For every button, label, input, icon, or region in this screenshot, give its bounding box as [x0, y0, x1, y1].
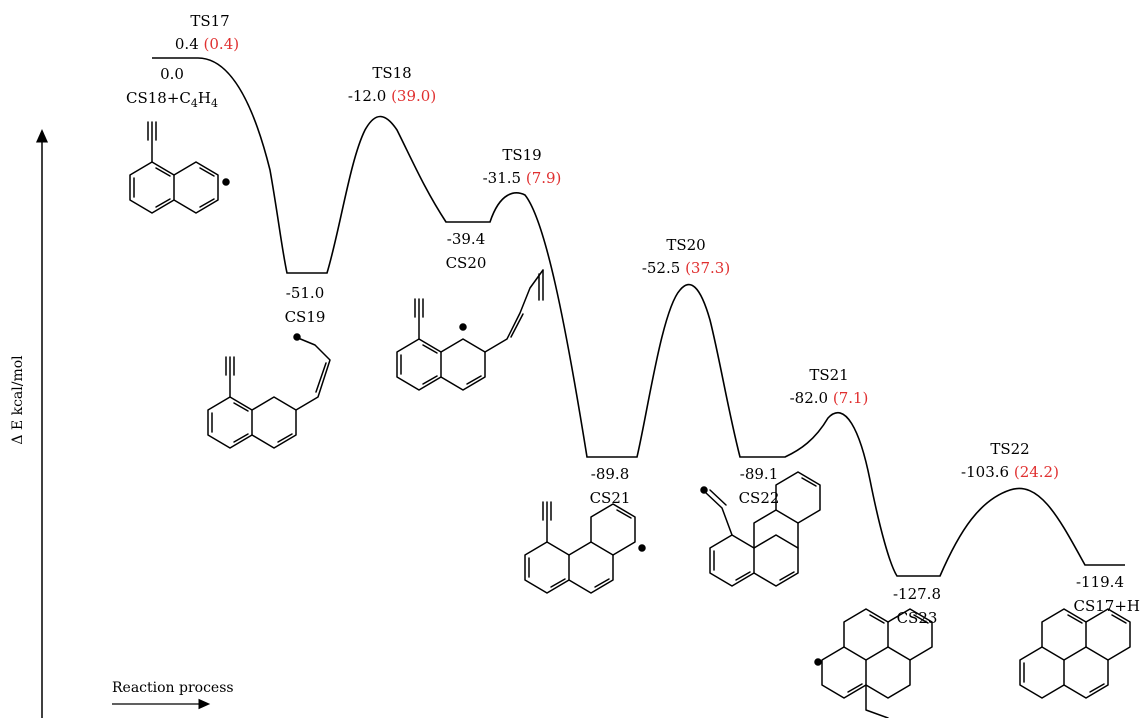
- cs17-energy: -119.4: [1076, 573, 1124, 591]
- ts19-barrier: (7.9): [526, 169, 562, 187]
- ts22-name: TS22: [990, 440, 1029, 458]
- y-axis-label: Δ E kcal/mol: [10, 355, 26, 445]
- cs18-name-sub1: 4: [191, 97, 198, 110]
- ts21-value: -82.0: [790, 389, 828, 407]
- cs22-energy: -89.1: [740, 465, 778, 483]
- ts20-energy: -52.5 (37.3): [642, 259, 730, 277]
- cs23-structure: [814, 608, 933, 718]
- ts17-name: TS17: [190, 12, 229, 30]
- cs23-energy: -127.8: [893, 585, 941, 603]
- ts22-barrier: (24.2): [1014, 463, 1059, 481]
- ts18-barrier: (39.0): [391, 87, 436, 105]
- ts20-name: TS20: [666, 236, 705, 254]
- ts19-value: -31.5: [483, 169, 521, 187]
- cs18-name-main: CS18+C: [126, 89, 191, 107]
- cs20-structure: [396, 269, 544, 391]
- ts19-name: TS19: [502, 146, 541, 164]
- cs22-structure: [700, 471, 821, 587]
- ts17-energy: 0.4 (0.4): [175, 35, 239, 53]
- cs21-name: CS21: [590, 489, 631, 507]
- cs19-energy: -51.0: [286, 284, 324, 302]
- cs20-name: CS20: [446, 254, 487, 272]
- cs19-name: CS19: [285, 308, 326, 326]
- cs18-energy: 0.0: [160, 65, 184, 83]
- cs18-name-sub2: 4: [211, 97, 218, 110]
- ts21-name: TS21: [809, 366, 848, 384]
- ts17-value: 0.4: [175, 35, 199, 53]
- ts21-energy: -82.0 (7.1): [790, 389, 869, 407]
- cs21-structure: [524, 501, 646, 594]
- cs20-energy: -39.4: [447, 230, 485, 248]
- ts18-name: TS18: [372, 64, 411, 82]
- ts18-energy: -12.0 (39.0): [348, 87, 436, 105]
- x-axis-label: Reaction process: [112, 680, 234, 696]
- energy-profile-curve: [152, 57, 1125, 577]
- cs18-name-mid: H: [198, 89, 211, 107]
- ts22-value: -103.6: [961, 463, 1009, 481]
- cs17-name: CS17+H: [1074, 597, 1140, 615]
- cs18-name: CS18+C4H4: [126, 89, 218, 110]
- ts19-energy: -31.5 (7.9): [483, 169, 562, 187]
- ts21-barrier: (7.1): [833, 389, 869, 407]
- cs19-structure: [207, 333, 331, 449]
- ts20-value: -52.5: [642, 259, 680, 277]
- cs18-structure: [129, 121, 230, 214]
- cs17-structure: [1019, 608, 1131, 699]
- ts22-energy: -103.6 (24.2): [961, 463, 1059, 481]
- cs22-name: CS22: [739, 489, 780, 507]
- cs21-energy: -89.8: [591, 465, 629, 483]
- ts20-barrier: (37.3): [685, 259, 730, 277]
- ts18-value: -12.0: [348, 87, 386, 105]
- ts17-barrier: (0.4): [204, 35, 240, 53]
